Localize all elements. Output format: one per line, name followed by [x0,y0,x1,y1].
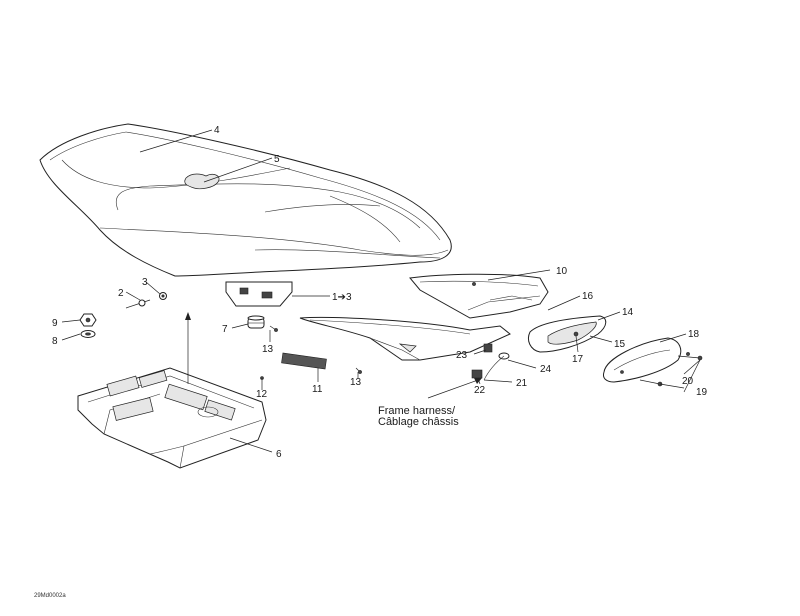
label-6: 6 [276,449,282,460]
label-5: 5 [274,154,280,165]
label-4: 4 [214,125,220,136]
harness-caption-line2: Câblage châssis [378,416,459,428]
label-17: 17 [572,354,584,365]
label-19: 19 [696,387,708,398]
side-panel [299,317,511,361]
bolt-and-washer [125,292,167,309]
label-22: 22 [474,385,486,396]
label-21: 21 [516,378,528,389]
label-16: 16 [582,291,594,302]
rear-cowl [409,273,549,319]
label-14: 14 [622,307,634,318]
label-18: 18 [688,329,700,340]
harness-arrow-head [474,378,482,384]
label-13-lower: 13 [350,377,362,388]
wiring-connector [471,343,510,381]
label-20: 20 [682,376,694,387]
tail-light-housing [527,315,607,353]
screws-13 [269,325,362,374]
harness-caption-line1: Frame harness/ [378,405,456,417]
label-12: 12 [256,389,268,400]
figure-code: 29Md0002a [34,593,66,599]
label-23: 23 [456,350,468,361]
callout-labels: 4 5 3 2 1➔3 9 8 7 10 16 14 15 17 18 13 1… [52,125,708,460]
harness-arrow-line [427,379,479,399]
logo-patch [184,173,220,190]
velcro-strip [281,352,327,370]
label-24: 24 [540,364,552,375]
storage-tray [77,367,267,469]
label-11: 11 [312,384,323,395]
label-9: 9 [52,318,58,329]
label-7: 7 [222,324,228,335]
leader-lines [61,129,701,453]
seat-assembly [39,123,452,277]
label-10: 10 [556,266,568,277]
label-1-to-3: 1➔3 [332,292,352,303]
label-8: 8 [52,336,58,347]
label-2: 2 [118,288,124,299]
tray-arrow-head [185,312,191,320]
tail-light-cover [603,337,682,383]
seat-bracket [225,281,293,307]
label-3: 3 [142,277,148,288]
label-15: 15 [614,339,626,350]
rubber-bumper [247,315,265,329]
label-13-upper: 13 [262,344,274,355]
nut-and-washer [79,313,97,338]
